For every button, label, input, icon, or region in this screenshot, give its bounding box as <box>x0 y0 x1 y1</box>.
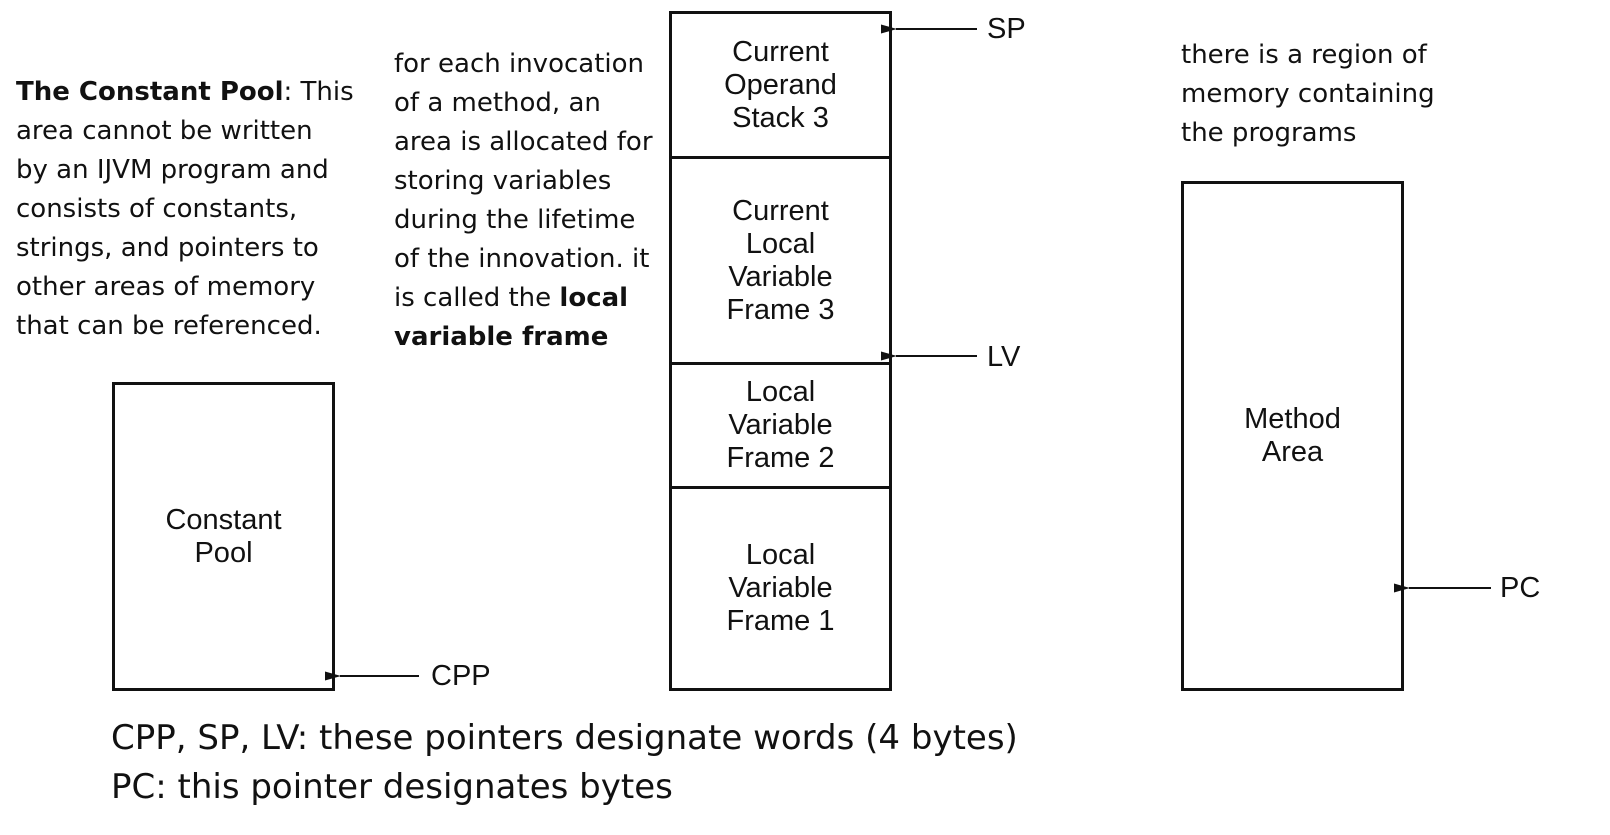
constant-pool-note: The Constant Pool: This area cannot be w… <box>16 73 354 346</box>
constant-pool-label: Constant Pool <box>165 503 282 569</box>
stack-divider <box>672 486 889 489</box>
note-line: by an IJVM program and <box>16 155 329 185</box>
stack-divider <box>672 362 889 365</box>
note-line: during the lifetime <box>394 205 636 235</box>
local-term: local <box>559 283 629 313</box>
note-line: consists of constants, <box>16 194 298 224</box>
note-line: memory containing <box>1181 79 1435 109</box>
note-line: storing variables <box>394 166 612 196</box>
stack-column: Current Operand Stack 3 Current Local Va… <box>669 11 892 691</box>
note-line: other areas of memory <box>16 272 316 302</box>
footer-notes: CPP, SP, LV: these pointers designate wo… <box>111 714 1018 812</box>
pc-pointer-label: PC <box>1500 572 1541 604</box>
method-area-box: Method Area <box>1181 181 1404 691</box>
cpp-pointer-label: CPP <box>431 660 491 692</box>
variable-frame-term: variable frame <box>394 322 609 352</box>
local-variable-frame-1-segment: Local Variable Frame 1 <box>726 539 835 637</box>
note-line: for each invocation <box>394 49 645 79</box>
method-area-note: there is a region of memory containing t… <box>1181 36 1435 153</box>
local-variable-frame-note: for each invocation of a method, an area… <box>394 45 653 357</box>
current-operand-stack-segment: Current Operand Stack 3 <box>724 35 837 134</box>
constant-pool-note-heading: The Constant Pool <box>16 77 284 107</box>
note-line: of a method, an <box>394 88 601 118</box>
note-line: strings, and pointers to <box>16 233 319 263</box>
note-line: that can be referenced. <box>16 311 322 341</box>
note-line: is called the <box>394 283 560 313</box>
lv-pointer-label: LV <box>987 341 1021 373</box>
note-line: of the innovation. it <box>394 244 650 274</box>
method-area-label: Method Area <box>1244 403 1341 468</box>
note-line: area is allocated for <box>394 127 653 157</box>
note-line: area cannot be written <box>16 116 313 146</box>
note-line: : This <box>283 77 354 107</box>
local-variable-frame-2-segment: Local Variable Frame 2 <box>726 376 835 474</box>
constant-pool-box: Constant Pool <box>112 382 335 691</box>
footer-line: PC: this pointer designates bytes <box>111 767 673 807</box>
current-local-variable-frame-segment: Current Local Variable Frame 3 <box>726 194 835 326</box>
footer-line: CPP, SP, LV: these pointers designate wo… <box>111 718 1018 758</box>
note-line: the programs <box>1181 118 1357 148</box>
stack-divider <box>672 156 889 159</box>
sp-pointer-label: SP <box>987 13 1026 45</box>
note-line: there is a region of <box>1181 40 1427 70</box>
